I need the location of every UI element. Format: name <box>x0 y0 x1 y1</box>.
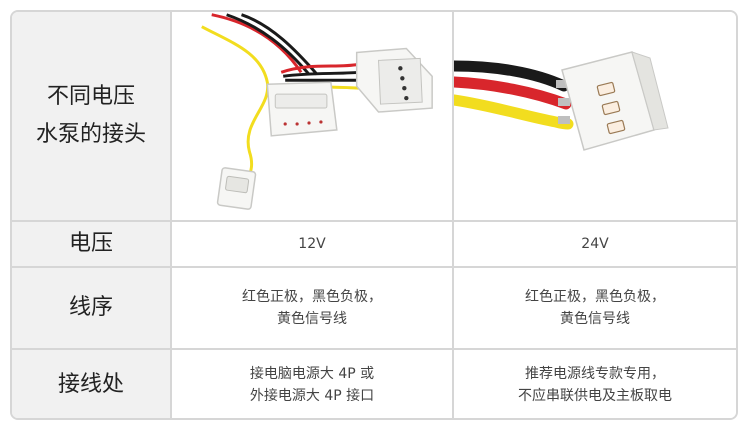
voltage-24v: 24V <box>454 220 736 266</box>
small-plug <box>216 167 257 210</box>
wire-order-12v-line2: 黄色信号线 <box>277 311 347 327</box>
row-label-connection: 接线处 <box>12 348 172 418</box>
24v-connector-photo <box>454 51 669 151</box>
table-title-line1: 不同电压 <box>46 84 135 109</box>
wire-order-12v-line1: 红色正极，黑色负极， <box>242 289 382 305</box>
molex-connector-left <box>266 81 338 137</box>
molex-connector-right <box>355 47 433 113</box>
12v-connector-image <box>172 12 454 220</box>
12v-connector-photo <box>201 13 433 210</box>
24v-connector-image <box>454 12 736 220</box>
table-title: 不同电压 水泵的接头 <box>12 12 172 220</box>
wire-order-24v: 红色正极，黑色负极， 黄色信号线 <box>454 266 736 348</box>
wire-order-12v: 红色正极，黑色负极， 黄色信号线 <box>172 266 454 348</box>
connection-12v-line1: 接电脑电源大 4P 或 <box>249 366 375 382</box>
connection-24v: 推荐电源线专款专用， 不应串联供电及主板取电 <box>454 348 736 418</box>
connection-12v: 接电脑电源大 4P 或 外接电源大 4P 接口 <box>172 348 454 418</box>
wire-order-24v-line2: 黄色信号线 <box>560 311 630 327</box>
3pin-connector <box>561 51 669 151</box>
voltage-12v: 12V <box>172 220 454 266</box>
comparison-table: 不同电压 水泵的接头 <box>10 10 738 420</box>
connection-24v-line2: 不应串联供电及主板取电 <box>518 388 672 404</box>
connection-24v-line1: 推荐电源线专款专用， <box>525 366 665 382</box>
row-label-voltage: 电压 <box>12 220 172 266</box>
table-title-line2: 水泵的接头 <box>35 122 146 147</box>
connection-12v-line2: 外接电源大 4P 接口 <box>249 388 375 404</box>
wire-order-24v-line1: 红色正极，黑色负极， <box>525 289 665 305</box>
row-label-wire-order: 线序 <box>12 266 172 348</box>
